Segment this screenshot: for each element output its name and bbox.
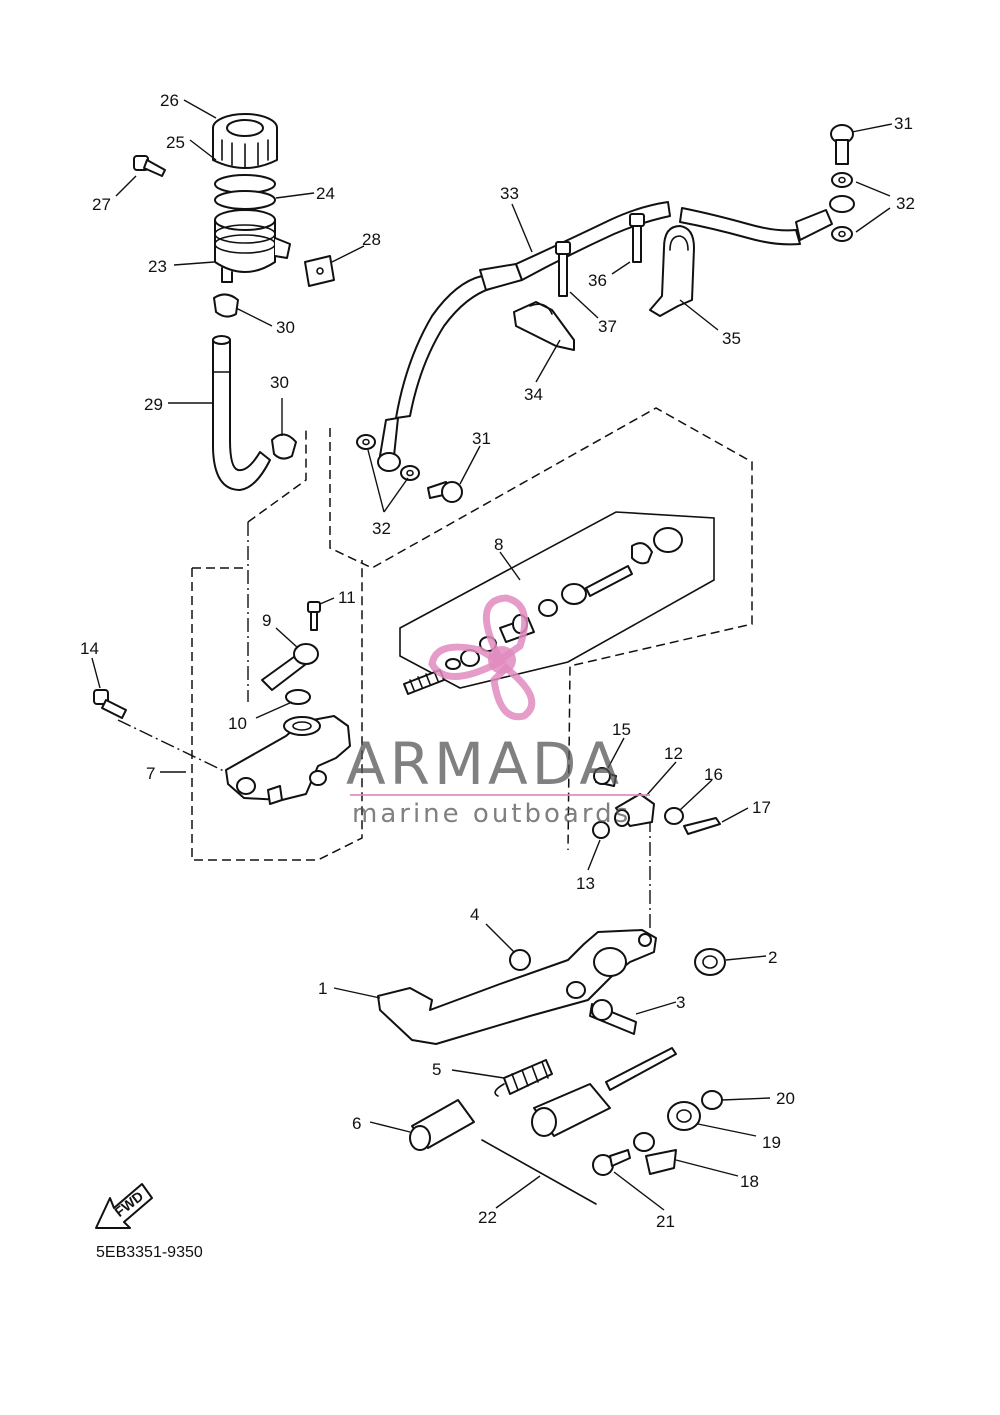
callout-7: 7 [146,764,155,783]
fwd-arrow-icon: FWD [95,1183,153,1229]
hose-29 [212,335,271,491]
reservoir-tank-23 [214,209,291,283]
callout-numbers: 26 25 24 27 28 23 30 29 30 33 34 36 37 3… [80,91,915,1231]
callout-36: 36 [588,271,607,290]
cotter-pin-22 [481,1139,597,1205]
reservoir-cap-26 [212,113,278,169]
gasket-24 [214,190,276,210]
joint-12 [614,793,655,827]
callout-37: 37 [598,317,617,336]
washer-32-b [400,465,420,481]
callout-27: 27 [92,195,111,214]
clip-30-upper [213,293,239,318]
callout-33: 33 [500,184,519,203]
oring-10 [285,689,311,705]
callout-17: 17 [752,798,771,817]
callout-18: 18 [740,1172,759,1191]
callout-34: 34 [524,385,543,404]
bolt-36 [629,213,645,263]
callout-22: 22 [478,1208,497,1227]
washer-32-c [831,172,853,188]
nut-4 [509,949,531,971]
bolt-27 [133,155,166,177]
callout-25: 25 [166,133,185,152]
callout-5: 5 [432,1060,441,1079]
callout-4: 4 [470,905,479,924]
callout-8: 8 [494,535,503,554]
watermark-brand: ARMADA [346,730,623,798]
nut-13 [592,821,610,839]
shaft-3 [589,999,637,1035]
bracket-18 [633,1132,677,1175]
callout-21: 21 [656,1212,675,1231]
bracket-34 [513,301,575,351]
bolt-37 [555,241,571,297]
callout-32-lower: 32 [372,519,391,538]
callout-28: 28 [362,230,381,249]
callout-11: 11 [338,588,356,607]
screw-11 [307,601,321,631]
clip-30-lower [271,433,297,460]
washer-32-a [356,434,376,450]
group-outlines [117,407,753,928]
washer-2 [694,948,726,976]
callout-13: 13 [576,874,595,893]
callout-14: 14 [80,639,99,658]
collar-20 [701,1090,723,1110]
watermark-tagline: marine outboards [352,799,631,829]
callout-12: 12 [664,744,683,763]
callout-30-lower: 30 [270,373,289,392]
callout-23: 23 [148,257,167,276]
master-cylinder-7 [225,715,351,805]
callout-35: 35 [722,329,741,348]
washer-32-d [831,226,853,242]
callout-20: 20 [776,1089,795,1108]
spring-5 [494,1059,553,1097]
brake-pedal-1 [377,929,657,1045]
callout-31-lower: 31 [472,429,491,448]
washer-16 [664,807,684,825]
callout-10: 10 [228,714,247,733]
bolt-14 [93,689,127,719]
callout-15: 15 [612,720,631,739]
grommet-19 [667,1101,701,1131]
callout-31-upper: 31 [894,114,913,133]
sleeve-6 [409,1099,475,1151]
piston-kit-8 [399,511,715,695]
fitting-9 [261,643,319,691]
bolt-15 [593,767,617,787]
callout-26: 26 [160,91,179,110]
callout-2: 2 [768,948,777,967]
callout-32-upper: 32 [896,194,915,213]
bolt-21 [592,1149,631,1176]
switch-rod [531,1047,677,1137]
plate-28 [304,255,335,287]
banjo-bolt-31-upper [830,124,854,165]
callout-3: 3 [676,993,685,1012]
callout-30-upper: 30 [276,318,295,337]
callout-6: 6 [352,1114,361,1133]
callout-16: 16 [704,765,723,784]
clamp-35 [649,225,695,317]
callout-29: 29 [144,395,163,414]
leader-lines [91,99,893,1211]
callout-24: 24 [316,184,335,203]
callout-9: 9 [262,611,271,630]
watermark: ARMADA marine outboards [346,594,650,829]
propeller-logo-icon [428,594,536,721]
pin-17 [683,817,721,835]
callout-19: 19 [762,1133,781,1152]
banjo-bolt-31-lower [427,481,463,503]
callout-1: 1 [318,979,327,998]
diagram-code: 5EB3351-9350 [96,1244,203,1261]
